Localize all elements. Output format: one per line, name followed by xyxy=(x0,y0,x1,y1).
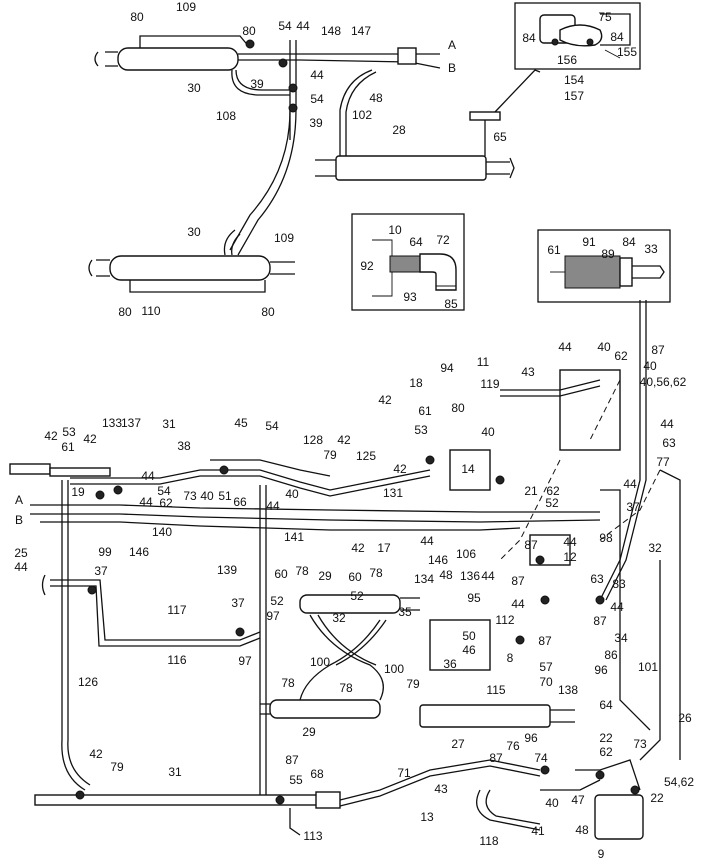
inset-box-shaft xyxy=(537,229,671,303)
inset-box-valve xyxy=(514,2,641,70)
inset-box-elbow xyxy=(351,213,465,311)
top-cylinder-assembly xyxy=(94,35,541,256)
main-lower-assembly xyxy=(9,300,681,840)
lower-cylinder-30 xyxy=(88,229,295,293)
